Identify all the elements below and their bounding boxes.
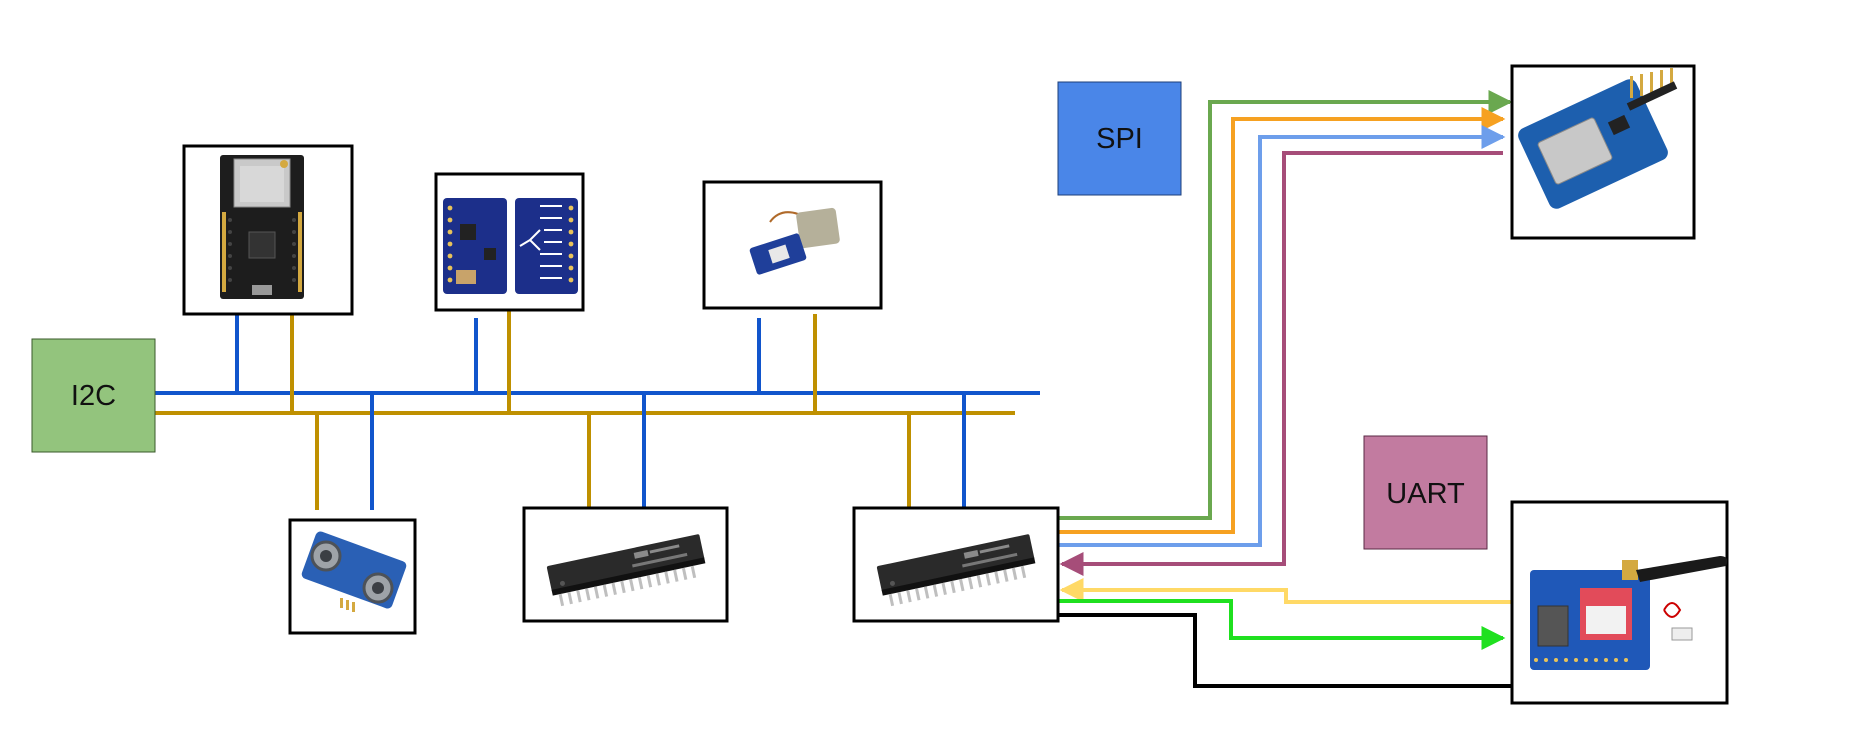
uart-line-yellow xyxy=(1059,578,1512,604)
ultrasonic-sensor-icon xyxy=(301,531,407,612)
ultrasonic-sensor-box xyxy=(288,518,417,635)
i2c-label-box: I2C xyxy=(31,338,156,453)
esp32-dev-board-icon xyxy=(220,155,304,299)
sd-card-module-box xyxy=(1510,64,1696,240)
uart-bus xyxy=(1058,578,1512,688)
spi-line-orange xyxy=(1058,107,1506,534)
spi-bus xyxy=(1058,90,1513,576)
gps-module-antenna-icon xyxy=(749,207,840,275)
sd-card-module-icon xyxy=(1518,68,1678,209)
uart-label: UART xyxy=(1386,478,1465,510)
spi-line-lightblue xyxy=(1058,125,1506,547)
dip-microcontroller-icon xyxy=(876,534,1036,607)
spi-label-box: SPI xyxy=(1057,81,1182,196)
spi-line-purple xyxy=(1059,151,1503,576)
uart-label-box: UART xyxy=(1363,435,1488,550)
uart-line-green xyxy=(1058,599,1506,650)
imu-breakout-board-icon xyxy=(443,198,578,294)
esp32-board-box xyxy=(182,144,354,316)
imu-sensor-box xyxy=(434,172,585,312)
gsm-module-box xyxy=(1510,500,1729,705)
spi-line-green xyxy=(1058,90,1513,520)
dip-microcontroller-icon xyxy=(546,534,706,607)
atmega-chip-1-box xyxy=(522,506,729,623)
atmega-chip-2-box xyxy=(852,506,1060,623)
gps-module-box xyxy=(702,180,883,310)
uart-line-black xyxy=(1058,613,1512,688)
i2c-bus xyxy=(155,310,1040,510)
i2c-label: I2C xyxy=(71,380,116,412)
spi-label: SPI xyxy=(1096,123,1143,155)
gsm-module-antenna-icon xyxy=(1530,556,1728,670)
